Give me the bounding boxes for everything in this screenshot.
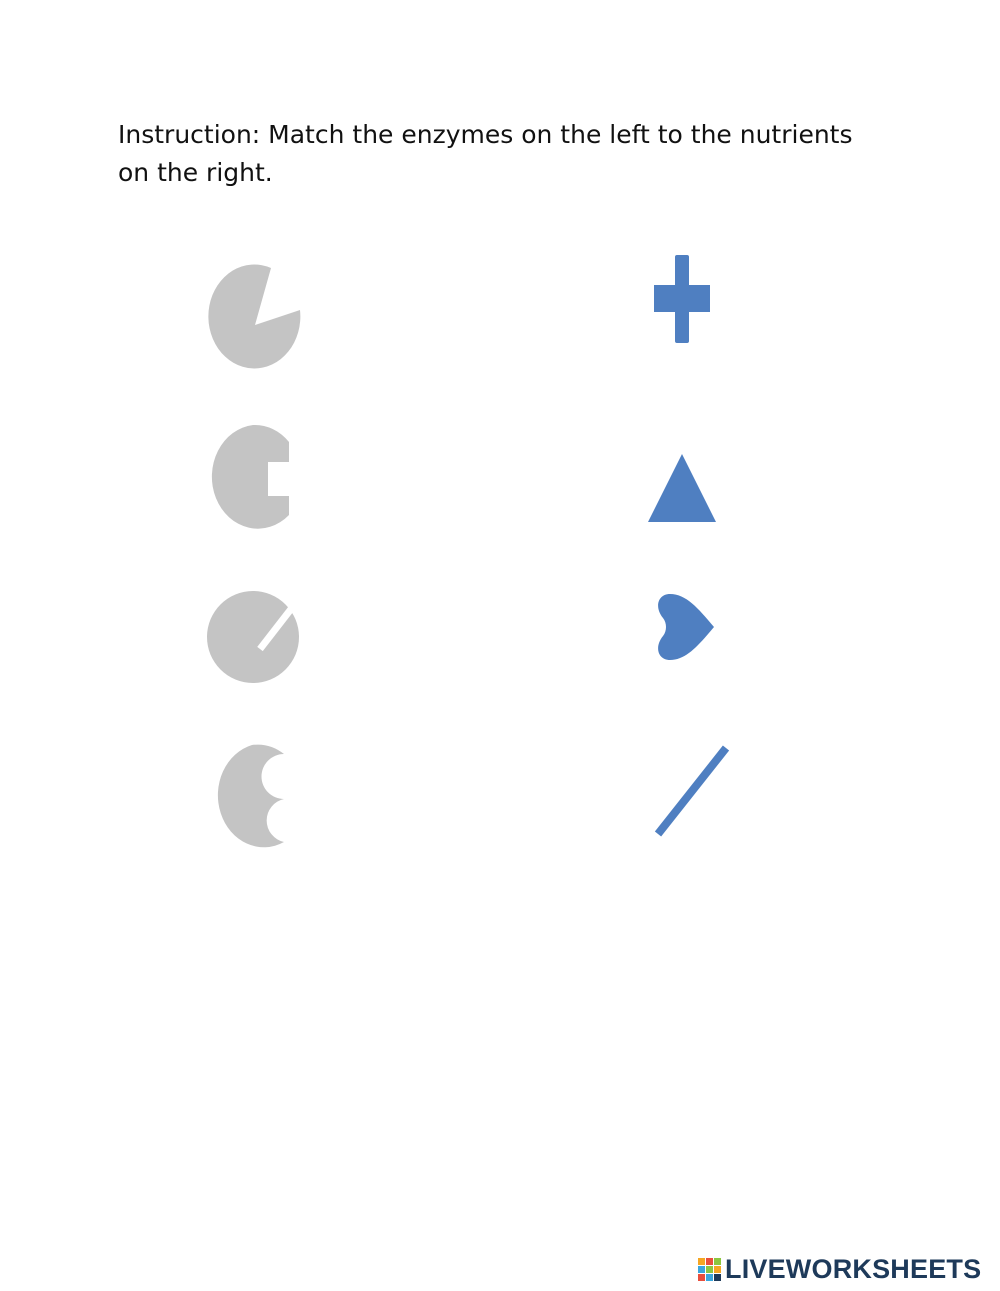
enzyme-slash-notch-icon[interactable] [203, 582, 303, 692]
enzyme-wedge-notch-icon[interactable] [203, 263, 303, 373]
triangle-icon[interactable] [646, 452, 718, 524]
liveworksheets-logo: LIVEWORKSHEETS [698, 1254, 981, 1285]
heart-icon[interactable] [652, 590, 718, 664]
line-icon[interactable] [650, 742, 732, 842]
enzyme-square-notch-icon[interactable] [203, 422, 293, 532]
instruction-text: Instruction: Match the enzymes on the le… [118, 120, 853, 187]
plus-icon[interactable] [652, 255, 712, 345]
liveworksheets-logo-icon [698, 1257, 721, 1281]
enzyme-round-notch-icon[interactable] [200, 742, 290, 854]
liveworksheets-logo-text: LIVEWORKSHEETS [725, 1254, 982, 1284]
